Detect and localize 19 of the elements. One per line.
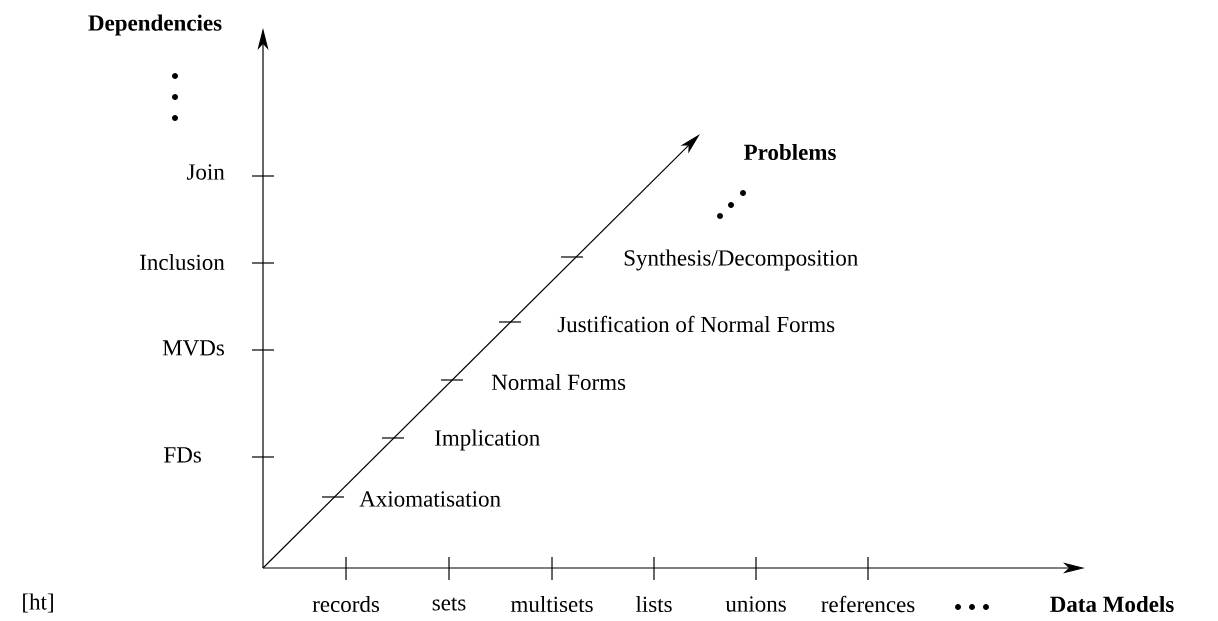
axis-label: Normal Forms bbox=[491, 373, 626, 391]
axis-label: sets bbox=[432, 597, 466, 611]
axis-title: Problems bbox=[744, 143, 836, 161]
axis-label: lists bbox=[635, 595, 672, 613]
axis-label: unions bbox=[725, 596, 786, 612]
axis-label: multisets bbox=[510, 595, 593, 613]
axis-label: Axiomatisation bbox=[359, 491, 501, 507]
axis-label: FDs bbox=[164, 447, 201, 463]
axis-label: references bbox=[821, 595, 915, 613]
axis-label: [ht] bbox=[23, 593, 53, 613]
axis-label: MVDs bbox=[162, 340, 224, 356]
axis-label: Justification of Normal Forms bbox=[557, 315, 835, 333]
axis-label: Implication bbox=[435, 429, 540, 451]
axis-label: records bbox=[312, 595, 380, 613]
axis-label: Inclusion bbox=[140, 253, 225, 271]
axis-label: Synthesis/Decomposition bbox=[624, 249, 858, 271]
axis-title: Data Models bbox=[1050, 595, 1174, 613]
axis-label: Join bbox=[186, 164, 225, 180]
axis-title: Dependencies bbox=[88, 14, 222, 36]
